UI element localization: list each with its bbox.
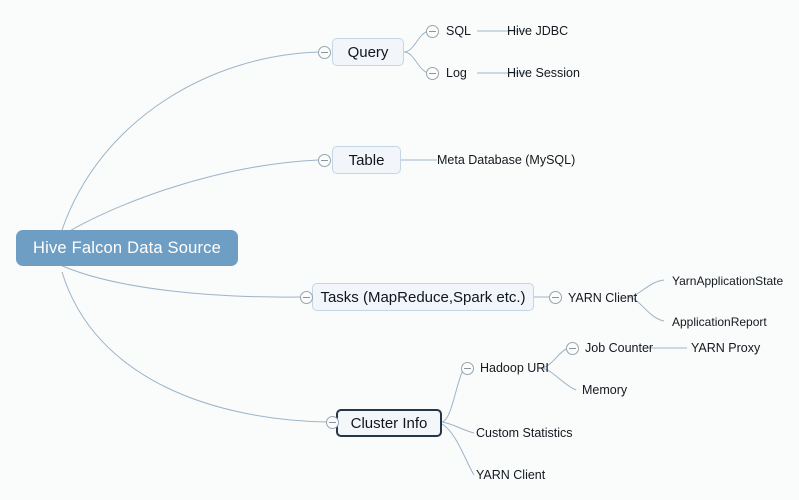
toggle-tasks[interactable]: [300, 291, 313, 304]
node-cluster-info[interactable]: Cluster Info: [336, 409, 442, 437]
node-yarn-proxy-label: YARN Proxy: [691, 341, 761, 355]
root-node[interactable]: Hive Falcon Data Source: [16, 230, 238, 266]
node-sql-label: SQL: [446, 24, 472, 38]
edge-root-tasks: [57, 263, 301, 298]
edge-root-table: [57, 159, 319, 239]
node-application-report[interactable]: ApplicationReport: [672, 314, 767, 330]
node-hadoop-uri[interactable]: Hadoop URI: [480, 360, 549, 376]
node-hadoop-uri-label: Hadoop URI: [480, 361, 549, 375]
node-job-counter-label: Job Counter: [585, 341, 654, 355]
node-job-counter[interactable]: Job Counter: [585, 340, 653, 356]
root-node-label: Hive Falcon Data Source: [32, 238, 222, 257]
node-yarn-client-tasks-label: YARN Client: [568, 291, 638, 305]
node-sql[interactable]: SQL: [446, 23, 471, 39]
node-hive-jdbc-label: Hive JDBC: [507, 24, 569, 38]
toggle-sql[interactable]: [426, 25, 439, 38]
node-memory-label: Memory: [582, 383, 628, 397]
node-cluster-info-label: Cluster Info: [350, 414, 428, 432]
node-yarn-application-state-label: YarnApplicationState: [672, 274, 784, 288]
edge-root-cluster: [61, 271, 329, 423]
toggle-query[interactable]: [318, 46, 331, 59]
node-meta-database[interactable]: Meta Database (MySQL): [437, 152, 575, 168]
node-log[interactable]: Log: [446, 65, 467, 81]
node-yarn-client-cluster[interactable]: YARN Client: [476, 467, 545, 483]
node-hive-session-label: Hive Session: [507, 66, 580, 80]
toggle-log[interactable]: [426, 67, 439, 80]
node-yarn-proxy[interactable]: YARN Proxy: [691, 340, 760, 356]
toggle-yarn-client-tasks[interactable]: [549, 291, 562, 304]
node-custom-statistics-label: Custom Statistics: [476, 426, 573, 440]
node-yarn-client-tasks[interactable]: YARN Client: [568, 290, 637, 306]
edge-root-query: [61, 51, 321, 231]
node-meta-database-label: Meta Database (MySQL): [437, 153, 576, 167]
toggle-hadoop-uri[interactable]: [461, 362, 474, 375]
node-hive-session[interactable]: Hive Session: [507, 65, 580, 81]
node-tasks[interactable]: Tasks (MapReduce,Spark etc.): [312, 283, 534, 311]
toggle-job-counter[interactable]: [566, 342, 579, 355]
edge-cluster-yarnclient: [441, 423, 475, 476]
edge-cluster-customstats: [441, 421, 475, 434]
toggle-table[interactable]: [318, 154, 331, 167]
node-tasks-label: Tasks (MapReduce,Spark etc.): [320, 288, 526, 306]
node-table[interactable]: Table: [332, 146, 401, 174]
toggle-cluster-info[interactable]: [326, 416, 339, 429]
node-query[interactable]: Query: [332, 38, 404, 66]
node-memory[interactable]: Memory: [582, 382, 627, 398]
node-yarn-application-state[interactable]: YarnApplicationState: [672, 273, 783, 289]
node-yarn-client-cluster-label: YARN Client: [476, 468, 546, 482]
node-hive-jdbc[interactable]: Hive JDBC: [507, 23, 568, 39]
node-table-label: Table: [348, 151, 385, 169]
edge-cluster-hadoopuri: [441, 367, 465, 423]
edge-query-log: [403, 51, 429, 74]
edge-query-sql: [403, 30, 429, 53]
node-log-label: Log: [446, 66, 467, 80]
node-custom-statistics[interactable]: Custom Statistics: [476, 425, 573, 441]
node-query-label: Query: [347, 43, 389, 61]
node-application-report-label: ApplicationReport: [672, 315, 767, 329]
